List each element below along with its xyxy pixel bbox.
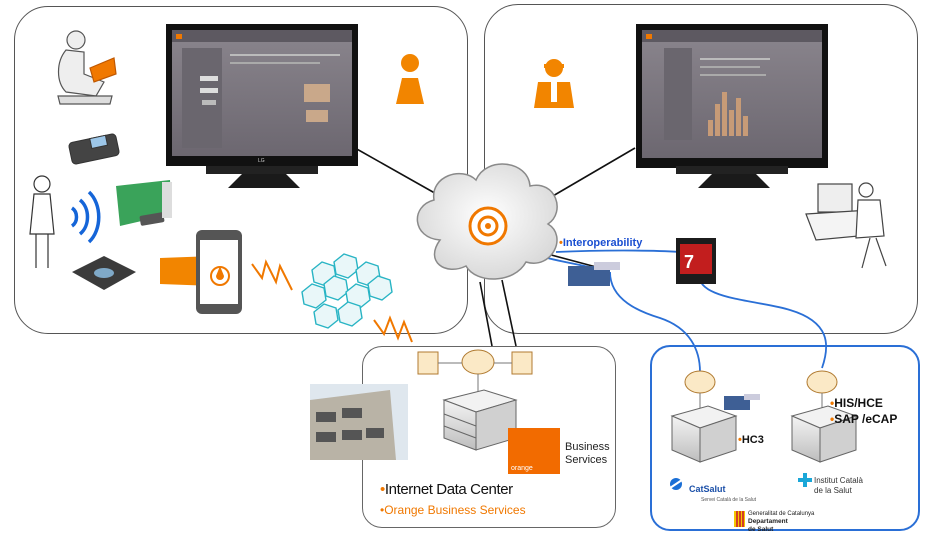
- ics-logo-icon: [798, 473, 812, 487]
- hc3-server-icon: [670, 405, 738, 463]
- patient-standing-icon: [29, 175, 55, 268]
- glucometer-device-icon: [116, 180, 172, 226]
- router-icon: [417, 349, 533, 375]
- catsalut-label: CatSalut: [689, 484, 726, 494]
- catsalut-subtitle: Servei Català de la Salut: [701, 497, 757, 503]
- wifi-icon: [70, 190, 101, 244]
- his-server-icon: [790, 405, 858, 463]
- wireless-signal: [251, 259, 413, 343]
- hospital-cps-icon: [724, 394, 760, 410]
- interoperability-label: •Interoperability: [559, 237, 643, 249]
- orange-logo: orange: [508, 428, 560, 474]
- cloud-icon: [416, 163, 558, 280]
- sensor-mesh-icon: [301, 253, 393, 329]
- weight-scale-icon: [72, 256, 136, 290]
- clinician-monitor-icon: [636, 24, 828, 188]
- hc3-label: •HC3: [738, 434, 764, 446]
- hospital-router-links: [699, 393, 823, 408]
- hl7-logo-icon: 7: [676, 238, 716, 284]
- blood-pressure-monitor-icon: [68, 133, 120, 165]
- internet-data-center-label: •Internet Data Center: [380, 481, 513, 498]
- generalitat-label: Generalitat de Catalunya Departament de …: [748, 511, 815, 533]
- his-hce-label: •HIS/HCE •SAP /eCAP: [830, 396, 898, 426]
- elderly-patient-icon: [57, 30, 117, 105]
- institut-catala-label: Institut Català de la Salut: [814, 476, 863, 495]
- business-services-label: Business Services: [565, 441, 610, 466]
- data-center-server-icon: [442, 389, 518, 451]
- generalitat-logo-icon: [734, 511, 745, 527]
- cps-server-icon: [568, 262, 620, 286]
- hospital-router-icon: [684, 370, 838, 394]
- smartphone-hand-icon: [160, 230, 242, 314]
- svg-text:7: 7: [684, 252, 694, 272]
- patient-person-icon: [396, 54, 424, 104]
- data-center-building-image: [310, 384, 408, 460]
- doctor-at-computer-icon: [805, 182, 887, 269]
- svg-text:LG: LG: [258, 158, 265, 164]
- clinician-person-icon: [534, 59, 574, 108]
- catsalut-logo-icon: [669, 478, 683, 490]
- orange-business-services-label: •Orange Business Services: [380, 503, 526, 517]
- network-links: [354, 147, 636, 347]
- router-links: [438, 362, 512, 392]
- patient-monitor-icon: LG: [166, 24, 358, 188]
